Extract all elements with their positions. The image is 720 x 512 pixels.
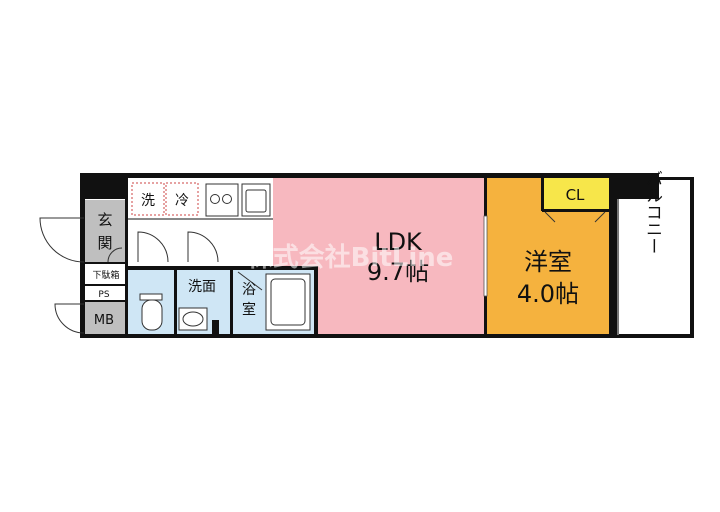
wall-entrance-shoebox: [84, 262, 126, 264]
pillar-top-left: [80, 173, 128, 199]
washer-space: [131, 182, 165, 216]
pillar-top-right: [609, 173, 659, 199]
stove: [205, 183, 239, 217]
wall-top: [80, 173, 613, 178]
wall-entrance-right: [125, 178, 128, 338]
wall-left: [80, 173, 85, 338]
shoebox-label: 下駄箱: [92, 269, 119, 281]
balcony-label: バルコニー: [642, 170, 662, 255]
wall-right: [609, 173, 617, 338]
toilet-tank: [139, 293, 163, 301]
toilet-door-swing: [137, 231, 169, 263]
bath-door-swing: [237, 271, 263, 291]
closet-floor: [542, 177, 609, 211]
closet-door-left: [544, 211, 556, 223]
closet-door-right: [594, 211, 606, 223]
mb-door-swing: [54, 303, 85, 334]
burner-right: [222, 194, 232, 204]
sliding-door-western: [483, 215, 488, 297]
wall-closet-left: [541, 178, 544, 211]
entrance-floor: [84, 200, 128, 262]
wall-bottom: [80, 334, 694, 338]
wall-corridor-lower: [128, 266, 318, 270]
bath-label-2: 室: [242, 301, 256, 318]
watermark: 株式会社BitLine: [247, 242, 454, 273]
washroom-door-swing: [187, 231, 219, 263]
entrance-label-1: 玄: [97, 211, 112, 229]
fridge-space: [165, 182, 199, 216]
fridge-label: 冷: [175, 193, 189, 209]
western-name-label: 洋室: [524, 248, 572, 276]
mb-floor: [84, 302, 128, 335]
western-size-label: 4.0帖: [517, 280, 579, 308]
balcony-rail-left: [617, 199, 619, 335]
washroom-label: 洗面: [188, 279, 216, 295]
sink-bowl: [245, 189, 267, 213]
pipe-shaft: [212, 320, 219, 336]
wall-kitchen-corridor: [128, 218, 273, 220]
closet-label: CL: [566, 186, 585, 204]
ldk-name-label: LDK: [374, 228, 423, 256]
burner-left: [210, 194, 220, 204]
washer-label: 洗: [141, 193, 155, 209]
ldk-size-label: 9.7帖: [367, 258, 429, 286]
wash-basin-bowl: [182, 311, 204, 327]
shoebox-door-swing: [107, 247, 123, 263]
bath-label-1: 浴: [242, 282, 256, 298]
wall-closet-bottom: [542, 209, 609, 212]
wall-toilet-wash: [174, 266, 177, 336]
balcony-rail-top: [659, 177, 694, 180]
wall-wash-bath: [230, 270, 233, 336]
balcony-floor: [617, 181, 694, 335]
wall-bath-ldk: [314, 266, 318, 336]
mb-label: MB: [94, 313, 114, 328]
balcony-rail-right: [690, 177, 694, 338]
wall-shoebox-ps: [84, 284, 126, 286]
entrance-door-swing: [39, 217, 85, 263]
wall-ps-mb: [84, 300, 126, 302]
ps-label: PS: [98, 290, 109, 300]
entrance-label-2: 関: [97, 234, 112, 252]
toilet-bowl: [141, 299, 163, 331]
bathtub-inner: [270, 278, 306, 326]
